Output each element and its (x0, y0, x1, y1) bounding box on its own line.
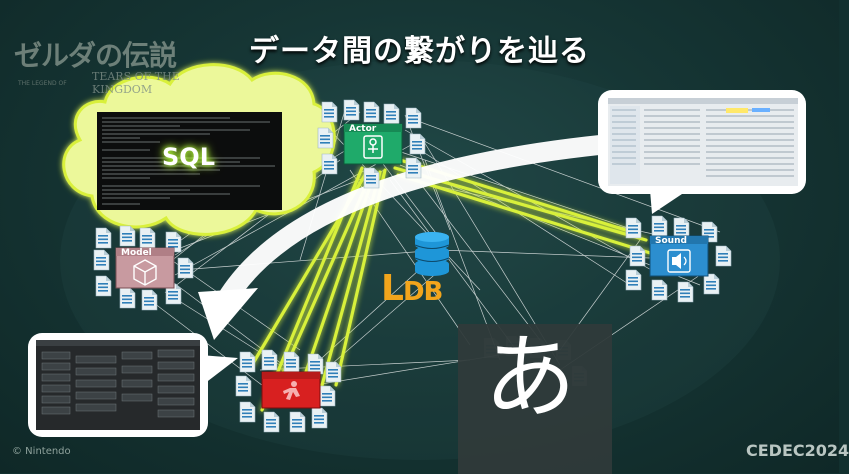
logo-small: THE LEGEND OF (18, 80, 67, 87)
kana-character: あ (483, 324, 576, 431)
sql-label: SQL (162, 143, 215, 171)
cube-icon (133, 259, 157, 286)
red-cluster (235, 349, 342, 433)
running-figure-icon (283, 381, 300, 400)
conference-logo: CEDEC2024 (746, 441, 849, 460)
model-label: Model (121, 248, 152, 258)
slide-title: データ間の繋がりを辿る (249, 34, 590, 69)
sound-label: Sound (655, 236, 687, 246)
sound-tool-bubble (598, 90, 806, 214)
editor-tool-bubble (28, 333, 238, 437)
copyright: © Nintendo (12, 446, 71, 457)
model-cluster (93, 225, 194, 311)
flow-arrow-body (216, 130, 665, 310)
kana-tile (458, 324, 612, 474)
ldb-rest: DB (402, 277, 443, 307)
sql-terminal-text (102, 117, 275, 205)
actor-cluster (317, 99, 426, 189)
actor-label: Actor (349, 124, 377, 134)
ldb-label: LDB (381, 268, 443, 309)
logo-sub: TEARS OF THE KINGDOM (92, 70, 180, 96)
sound-cluster (625, 215, 732, 303)
ldb-main: L (381, 268, 404, 309)
database-icon (414, 232, 450, 276)
flow-arrow-head (198, 288, 258, 340)
actor-icon (363, 135, 383, 159)
speaker-icon (667, 249, 691, 273)
game-logo: ゼルダの伝説 THE LEGEND OF TEARS OF THE KINGDO… (14, 34, 184, 100)
logo-main: ゼルダの伝説 (14, 39, 177, 72)
